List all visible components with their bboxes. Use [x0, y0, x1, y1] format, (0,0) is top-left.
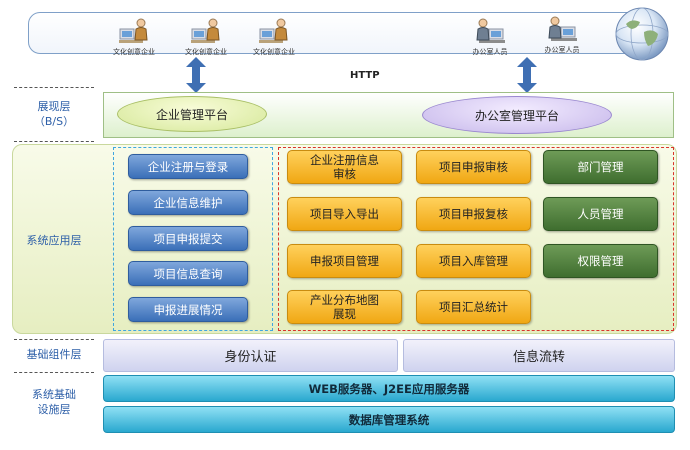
- office-worker-icon: [476, 18, 505, 43]
- enterprise-module[interactable]: 项目申报提交: [128, 226, 248, 251]
- layer-divider: [14, 339, 94, 340]
- globe-icon: [612, 4, 672, 64]
- module-label-line: 项目入库管理: [439, 254, 508, 268]
- infrastructure-layer-label: 系统基础 设施层: [14, 387, 94, 417]
- identity-auth-bar[interactable]: 身份认证: [103, 339, 398, 372]
- office-worker-icon: [548, 16, 577, 41]
- office-module[interactable]: 项目入库管理: [416, 244, 531, 278]
- module-label-line: 审核: [333, 167, 356, 181]
- enterprise-user-label: 文化创意企业: [185, 48, 227, 56]
- office-module[interactable]: 项目导入导出: [287, 197, 402, 231]
- module-label-line: 展现: [333, 307, 356, 321]
- enterprise-user-2: 文化创意企业: [176, 16, 236, 57]
- admin-module[interactable]: 部门管理: [543, 150, 658, 184]
- module-label-line: 企业注册信息: [310, 153, 379, 167]
- enterprise-user-label: 文化创意企业: [113, 48, 155, 56]
- layer-divider: [14, 372, 94, 373]
- bidirectional-arrow-icon: [186, 57, 206, 93]
- enterprise-platform[interactable]: 企业管理平台: [117, 96, 267, 132]
- web-server-bar[interactable]: WEB服务器、J2EE应用服务器: [103, 375, 675, 402]
- admin-module[interactable]: 权限管理: [543, 244, 658, 278]
- protocol-label: HTTP: [350, 70, 380, 81]
- enterprise-module[interactable]: 企业信息维护: [128, 190, 248, 215]
- layer-divider: [14, 141, 94, 142]
- enterprise-module-group: [113, 147, 273, 331]
- layer-label-line: 系统基础: [32, 388, 76, 401]
- enterprise-user-1: 文化创意企业: [104, 16, 164, 57]
- enterprise-user-3: 文化创意企业: [244, 16, 304, 57]
- enterprise-user-label: 文化创意企业: [253, 48, 295, 56]
- base-component-layer-label: 基础组件层: [26, 348, 82, 361]
- office-module[interactable]: 企业注册信息审核: [287, 150, 402, 184]
- office-module[interactable]: 申报项目管理: [287, 244, 402, 278]
- layer-label-line: 设施层: [37, 403, 71, 416]
- admin-module[interactable]: 人员管理: [543, 197, 658, 231]
- office-module[interactable]: 产业分布地图展现: [287, 290, 402, 324]
- computer-user-icon: [191, 18, 220, 43]
- office-user-1: 办公室人员: [460, 16, 520, 57]
- module-label-line: 项目导入导出: [310, 207, 379, 221]
- layer-divider: [14, 87, 94, 88]
- application-layer-label: 系统应用层: [26, 234, 82, 247]
- module-label-line: 项目汇总统计: [439, 300, 508, 314]
- office-platform[interactable]: 办公室管理平台: [422, 96, 612, 134]
- enterprise-module[interactable]: 申报进展情况: [128, 297, 248, 322]
- office-module[interactable]: 项目申报审核: [416, 150, 531, 184]
- module-label-line: 申报项目管理: [310, 254, 379, 268]
- office-module[interactable]: 项目申报复核: [416, 197, 531, 231]
- bidirectional-arrow-icon: [517, 57, 537, 93]
- office-user-2: 办公室人员: [532, 14, 592, 55]
- computer-user-icon: [259, 18, 288, 43]
- layer-label-line: 展现层: [37, 100, 71, 113]
- office-user-label: 办公室人员: [544, 46, 580, 54]
- enterprise-module[interactable]: 企业注册与登录: [128, 154, 248, 179]
- module-label-line: 项目申报复核: [439, 207, 508, 221]
- office-module-group: [278, 147, 674, 331]
- layer-label-line: （B/S）: [33, 115, 75, 128]
- database-bar[interactable]: 数据库管理系统: [103, 406, 675, 433]
- module-label-line: 项目申报审核: [439, 160, 508, 174]
- computer-user-icon: [119, 18, 148, 43]
- presentation-layer-label: 展现层 （B/S）: [14, 99, 94, 129]
- enterprise-module[interactable]: 项目信息查询: [128, 261, 248, 286]
- office-user-label: 办公室人员: [472, 48, 508, 56]
- info-flow-bar[interactable]: 信息流转: [403, 339, 675, 372]
- module-label-line: 产业分布地图: [310, 293, 379, 307]
- office-module[interactable]: 项目汇总统计: [416, 290, 531, 324]
